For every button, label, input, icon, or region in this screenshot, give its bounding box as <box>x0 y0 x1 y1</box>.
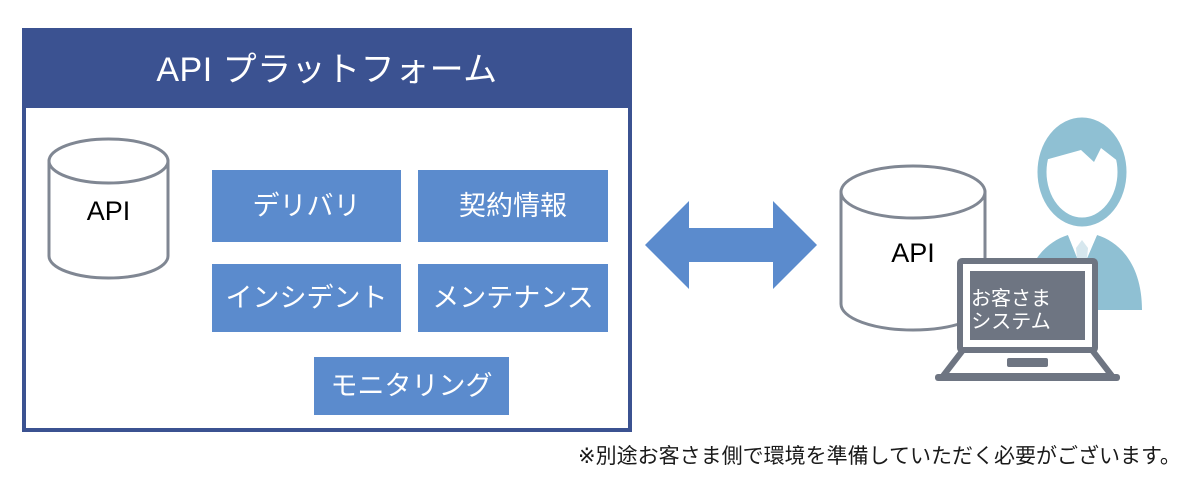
feature-label-incident: インシデント <box>225 282 388 313</box>
cylinder-shape <box>47 137 170 280</box>
feature-box-monitoring[interactable]: モニタリング <box>314 357 509 415</box>
feature-label-delivery: デリバリ <box>252 190 361 221</box>
feature-box-incident[interactable]: インシデント <box>212 264 401 332</box>
feature-label-contract-info: 契約情報 <box>459 190 567 221</box>
feature-box-delivery[interactable]: デリバリ <box>212 170 401 242</box>
customer-api-database-cylinder: API <box>838 162 988 334</box>
footnote-text: ※別途お客さま側で環境を準備していただく必要がございます。 <box>578 445 1181 468</box>
double-arrow-shape <box>645 201 817 289</box>
laptop-screen-line1: お客さま <box>971 288 1051 310</box>
feature-label-monitoring: モニタリング <box>330 370 493 401</box>
platform-header: API プラットフォーム <box>26 32 628 108</box>
customer-scene: API <box>820 100 1150 400</box>
laptop-shape <box>935 258 1120 381</box>
api-database-label: API <box>86 196 131 226</box>
page-title: API プラットフォーム <box>156 51 498 89</box>
api-database-cylinder: API <box>46 136 171 281</box>
api-platform-container: API プラットフォーム API デリバリ 契約情報 インシデント メンテナンス <box>22 28 632 432</box>
customer-api-database-label: API <box>891 238 935 268</box>
laptop-icon <box>935 258 1120 383</box>
cylinder-shape <box>839 164 987 332</box>
laptop-screen-label: お客さま システム <box>956 275 1066 347</box>
platform-body: API デリバリ 契約情報 インシデント メンテナンス モニタリング <box>26 108 628 428</box>
feature-box-contract-info[interactable]: 契約情報 <box>418 170 608 242</box>
bidirectional-arrow-icon <box>645 196 817 294</box>
laptop-screen-line2: システム <box>971 311 1051 333</box>
feature-box-maintenance[interactable]: メンテナンス <box>418 264 608 332</box>
feature-label-maintenance: メンテナンス <box>432 282 594 313</box>
